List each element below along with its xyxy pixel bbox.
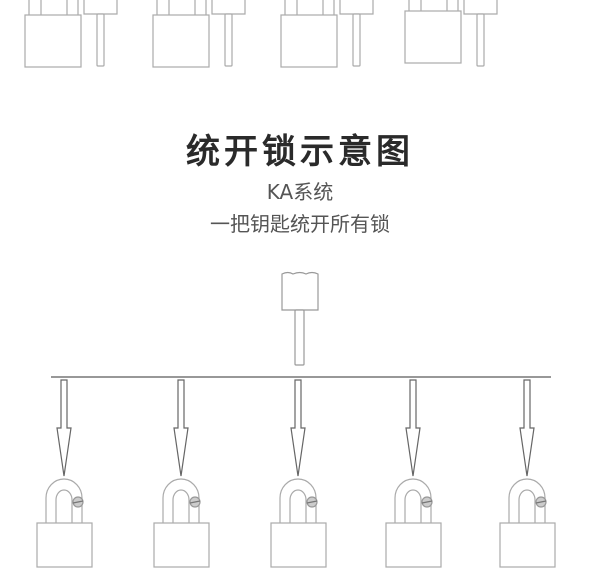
keyed-lock-row <box>36 379 556 568</box>
down-arrow-icon <box>405 379 421 477</box>
padlock-icon <box>270 478 327 568</box>
lock-with-key-icon <box>404 0 498 67</box>
lock-with-key-icon <box>280 0 374 68</box>
top-lock-row <box>24 0 498 68</box>
padlock-icon <box>385 478 442 568</box>
down-arrow-icon <box>56 379 72 477</box>
system-description: 一把钥匙统开所有锁 <box>210 212 390 236</box>
padlock-icon <box>36 478 93 568</box>
diagram-title: 统开锁示意图 <box>186 132 414 172</box>
down-arrow-icon <box>173 379 189 477</box>
lock-with-key-icon <box>152 0 246 68</box>
lock-with-key-icon <box>24 0 118 68</box>
down-arrow-icon <box>290 379 306 477</box>
system-subtitle: KA系统 <box>266 180 334 204</box>
master-key-icon <box>281 271 319 366</box>
down-arrow-icon <box>519 379 535 477</box>
padlock-icon <box>499 478 556 568</box>
padlock-icon <box>153 478 210 568</box>
